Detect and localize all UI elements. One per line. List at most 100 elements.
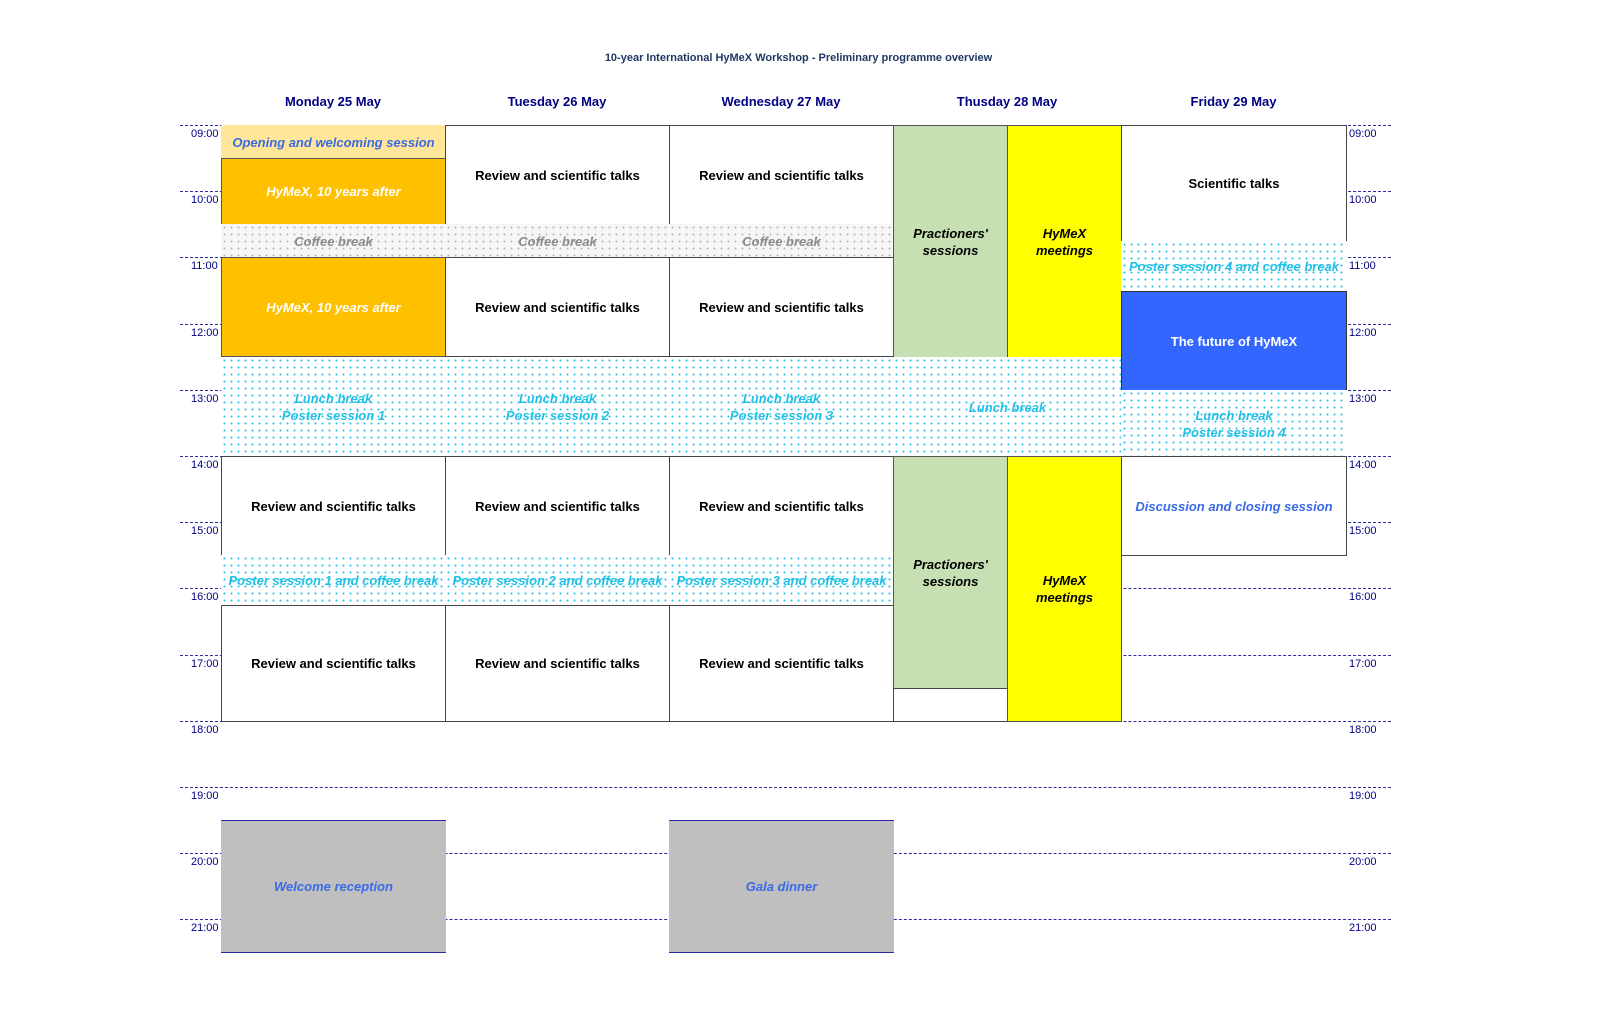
time-label-right: 17:00	[1349, 658, 1377, 670]
session-block-poster: Lunch break	[893, 357, 1122, 457]
session-block-poster: Poster session 1 and coffee break	[221, 555, 446, 606]
time-label-left: 15:00	[191, 525, 219, 537]
session-block-coffee: Coffee break	[669, 224, 894, 258]
session-label: Gala dinner	[745, 879, 818, 894]
session-label: Review and scientific talks	[699, 299, 864, 315]
session-label: HyMeX meetings	[1035, 225, 1094, 258]
session-block-blue: The future of HyMeX	[1121, 291, 1347, 391]
time-label-left: 17:00	[191, 658, 219, 670]
session-block-green: Practioners' sessions	[893, 125, 1008, 358]
time-label-right: 09:00	[1349, 128, 1377, 140]
session-label: Lunch break Poster session 4	[1182, 407, 1286, 440]
session-label: Review and scientific talks	[251, 656, 416, 671]
day-header: Wednesday 27 May	[721, 94, 841, 109]
session-block-talk: Review and scientific talks	[221, 605, 446, 722]
session-label: Poster session 3 and coffee break	[676, 573, 887, 588]
session-label: Practioners' sessions	[913, 225, 988, 258]
session-label: HyMeX, 10 years after	[266, 299, 401, 315]
session-block-orange: HyMeX, 10 years after	[221, 257, 446, 357]
session-block-talk: Review and scientific talks	[445, 605, 670, 722]
session-label: Review and scientific talks	[251, 498, 416, 514]
session-block-gray: Gala dinner	[669, 820, 894, 953]
session-label: Review and scientific talks	[699, 656, 864, 671]
session-block-talk: Review and scientific talks	[445, 125, 670, 225]
day-header: Tuesday 26 May	[507, 94, 607, 109]
page-title: 10-year International HyMeX Workshop - P…	[604, 52, 993, 64]
session-block-coffee: Coffee break	[221, 224, 446, 258]
time-label-left: 21:00	[191, 922, 219, 934]
session-label: Coffee break	[294, 233, 373, 249]
session-label: Lunch break	[968, 399, 1047, 415]
session-block-yellow: HyMeX meetings	[1007, 125, 1122, 358]
session-label: HyMeX meetings	[1035, 573, 1094, 605]
session-label: Discussion and closing session	[1135, 498, 1333, 514]
time-label-right: 21:00	[1349, 922, 1377, 934]
session-label: Coffee break	[518, 233, 597, 249]
time-label-right: 14:00	[1349, 459, 1377, 471]
session-block-poster: Lunch break Poster session 4	[1121, 390, 1347, 457]
session-block-talk: Review and scientific talks	[445, 456, 670, 556]
session-block-empty	[893, 688, 1008, 722]
session-label: Review and scientific talks	[699, 498, 864, 514]
time-label-left: 18:00	[191, 724, 219, 736]
day-header: Monday 25 May	[284, 94, 382, 109]
day-header: Friday 29 May	[1190, 94, 1277, 109]
session-block-poster: Poster session 4 and coffee break	[1121, 241, 1347, 292]
session-block-talk: Scientific talks	[1121, 125, 1347, 242]
session-block-talk: Review and scientific talks	[669, 125, 894, 225]
session-block-talk: Review and scientific talks	[445, 257, 670, 357]
session-block-yellow: HyMeX meetings	[1007, 456, 1122, 722]
time-label-right: 18:00	[1349, 724, 1377, 736]
time-label-left: 11:00	[191, 260, 218, 272]
time-label-right: 15:00	[1349, 525, 1377, 537]
time-label-right: 11:00	[1349, 260, 1376, 272]
session-block-poster: Poster session 3 and coffee break	[669, 555, 894, 606]
session-label: Review and scientific talks	[475, 498, 640, 514]
session-block-poster: Poster session 2 and coffee break	[445, 555, 670, 606]
time-label-left: 13:00	[191, 393, 219, 405]
session-label: Opening and welcoming session	[232, 134, 435, 150]
session-label: Poster session 2 and coffee break	[452, 573, 663, 588]
session-block-talk: Review and scientific talks	[669, 456, 894, 556]
session-label: Lunch break Poster session 2	[505, 391, 610, 423]
session-label: Poster session 4 and coffee break	[1128, 259, 1340, 274]
session-label: Lunch break Poster session 3	[729, 391, 834, 423]
session-block-poster: Lunch break Poster session 3	[669, 357, 894, 457]
time-label-left: 20:00	[191, 856, 219, 868]
session-label: Review and scientific talks	[475, 656, 640, 671]
time-label-left: 09:00	[191, 128, 219, 140]
time-label-right: 13:00	[1349, 393, 1377, 405]
session-label: Coffee break	[742, 233, 821, 249]
time-label-left: 19:00	[191, 790, 219, 802]
session-label: Lunch break Poster session 1	[281, 391, 386, 423]
session-block-orange: HyMeX, 10 years after	[221, 158, 446, 225]
session-block-gray: Welcome reception	[221, 820, 446, 953]
session-label: Review and scientific talks	[699, 167, 864, 183]
time-label-left: 14:00	[191, 459, 219, 471]
session-block-talk: Review and scientific talks	[669, 605, 894, 722]
session-block-poster: Lunch break Poster session 1	[221, 357, 446, 457]
hour-gridline	[180, 787, 1391, 788]
time-label-left: 12:00	[191, 327, 219, 339]
session-label: HyMeX, 10 years after	[266, 184, 401, 199]
session-block-opening: Opening and welcoming session	[221, 125, 446, 159]
session-label: Review and scientific talks	[475, 299, 640, 315]
session-block-talk: Review and scientific talks	[221, 456, 446, 556]
session-block-green: Practioners' sessions	[893, 456, 1008, 689]
session-label: The future of HyMeX	[1170, 333, 1298, 349]
session-block-closing: Discussion and closing session	[1121, 456, 1347, 556]
session-label: Scientific talks	[1188, 176, 1280, 191]
time-label-right: 12:00	[1349, 327, 1377, 339]
time-label-right: 19:00	[1349, 790, 1377, 802]
session-block-poster: Lunch break Poster session 2	[445, 357, 670, 457]
time-label-right: 10:00	[1349, 194, 1377, 206]
session-label: Welcome reception	[274, 879, 393, 894]
session-block-talk: Review and scientific talks	[669, 257, 894, 357]
time-label-left: 10:00	[191, 194, 219, 206]
session-label: Poster session 1 and coffee break	[228, 573, 439, 588]
day-header: Thusday 28 May	[956, 94, 1058, 109]
time-label-right: 16:00	[1349, 591, 1377, 603]
session-block-coffee: Coffee break	[445, 224, 670, 258]
session-label: Practioners' sessions	[913, 556, 988, 589]
